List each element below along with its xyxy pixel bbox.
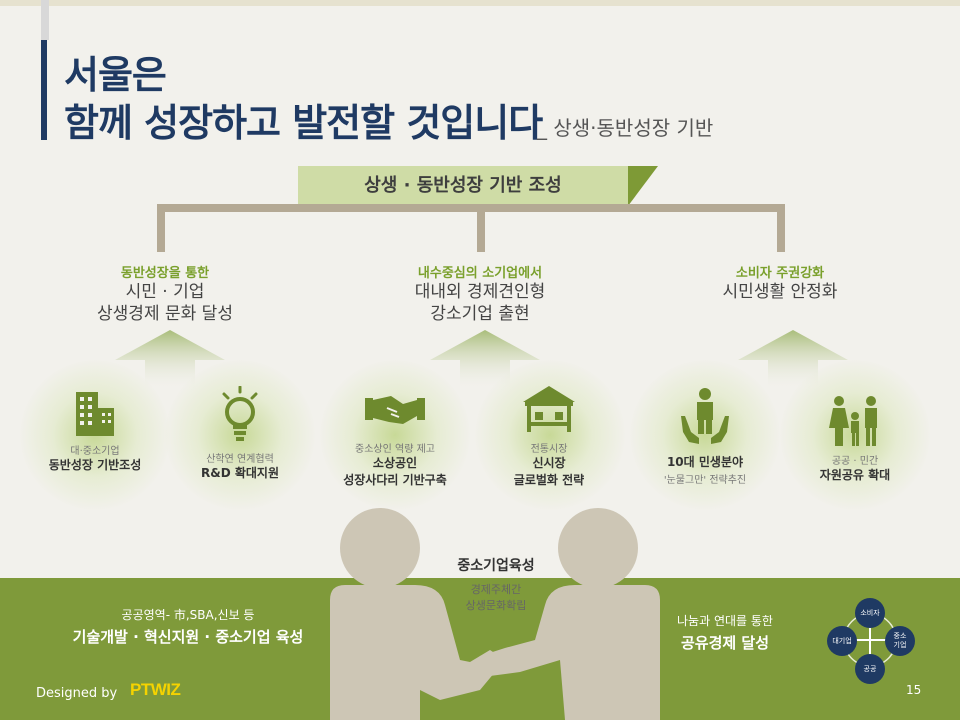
item-main: 신시장 [532,456,566,470]
cycle-node-right: 중소 기업 [885,626,915,656]
banner-tip [628,166,658,206]
up-arrow-right [738,330,848,390]
objective-line1: 시민 · 기업 [125,282,205,302]
item-handshake: 중소상인 역량 제고 소상공인 성장사다리 기반구축 [330,386,460,489]
footer-left-line2: 기술개발 · 혁신지원 · 중소기업 육성 [72,628,304,646]
objective-line1: 시민생활 안정화 [722,282,838,302]
building-icon [76,392,114,436]
brand-logo: PTWIZ [130,680,181,699]
connector-horizontal [157,204,785,212]
cycle-node-left: 대기업 [827,626,857,656]
cycle-node-top: 소비자 [855,598,885,628]
center-subtitle: 경제주체간 상생문화확립 [436,582,556,614]
item-small: 중소상인 역량 제고 [355,444,435,455]
glow [475,360,625,510]
designed-by-label: Designed by [36,686,118,701]
page-title-line1: 서울은 [64,53,167,97]
footer-right-line1: 나눔과 연대를 통한 [677,614,773,628]
footer-band [0,578,960,720]
objective-head: 동반성장을 통한 [120,266,210,281]
center-line2: 상생문화확립 [465,599,527,612]
glow [630,360,780,510]
objective-1: 동반성장을 통한 시민 · 기업 상생경제 문화 달성 [80,262,250,325]
page-title-line2: 함께 성장하고 발전할 것입니다 [64,101,543,145]
top-accent [41,0,49,40]
item-main: 동반성장 기반조성 [48,458,142,472]
item-small: 공공 · 민간 [831,456,879,467]
item-main: R&D 확대지원 [200,466,279,480]
item-small: 전통시장 [530,444,568,455]
objective-line2: 강소기업 출현 [430,304,530,324]
family-icon [829,396,877,446]
item-family: 공공 · 민간 자원공유 확대 [790,396,920,484]
item-main: 자원공유 확대 [819,468,891,482]
lightbulb-icon [222,386,258,441]
person-care-icon [681,388,729,444]
item-main2: 글로벌화 전략 [513,473,585,487]
objective-3: 소비자 주권강화 시민생활 안정화 [690,262,870,303]
item-small: '눈물그만' 전략추진 [663,475,747,486]
objective-line1: 대내외 경제견인형 [414,282,546,302]
item-person-care: 10대 민생분야 '눈물그만' 전략추진 [640,386,770,486]
item-lightbulb: 산학연 연계협력 R&D 확대지원 [175,386,305,482]
up-arrow-left [115,330,225,390]
cycle-node-bottom: 공공 [855,654,885,684]
handshake-icon [365,396,425,424]
item-main: 소상공인 [372,456,418,470]
objective-head: 소비자 주권강화 [735,266,825,281]
page-subtitle: _ 상생·동반성장 기반 [537,116,714,140]
footer-left-line1: 공공영역- 市,SBA,신보 등 [121,608,255,622]
objective-line2: 상생경제 문화 달성 [97,304,233,324]
main-banner: 상생 · 동반성장 기반 조성 [298,166,628,206]
objective-2: 내수중심의 소기업에서 대내외 경제견인형 강소기업 출현 [390,262,570,325]
item-market: 전통시장 신시장 글로벌화 전략 [484,384,614,489]
item-small: 대·중소기업 [70,446,120,457]
market-stall-icon [523,386,575,432]
page-number: 15 [906,683,922,697]
top-stripe [0,0,960,6]
center-title: 중소기업육성 [457,558,535,574]
item-main2: 성장사다리 기반구축 [343,473,447,487]
title-accent-bar [41,40,47,140]
item-small: 산학연 연계협력 [206,454,274,465]
footer-right-note: 나눔과 연대를 통한 공유경제 달성 [650,612,800,653]
center-line1: 경제주체간 [470,583,522,596]
item-building: 대·중소기업 동반성장 기반조성 [30,388,160,474]
footer-left-note: 공공영역- 市,SBA,신보 등 기술개발 · 혁신지원 · 중소기업 육성 [48,606,328,647]
glow [320,360,470,510]
objective-head: 내수중심의 소기업에서 [417,266,543,281]
up-arrow-center [430,330,540,390]
connector-left [157,204,165,252]
item-main: 10대 민생분야 [666,455,744,469]
connector-right [777,204,785,252]
connector-center [477,204,485,252]
footer-right-line2: 공유경제 달성 [680,634,770,652]
